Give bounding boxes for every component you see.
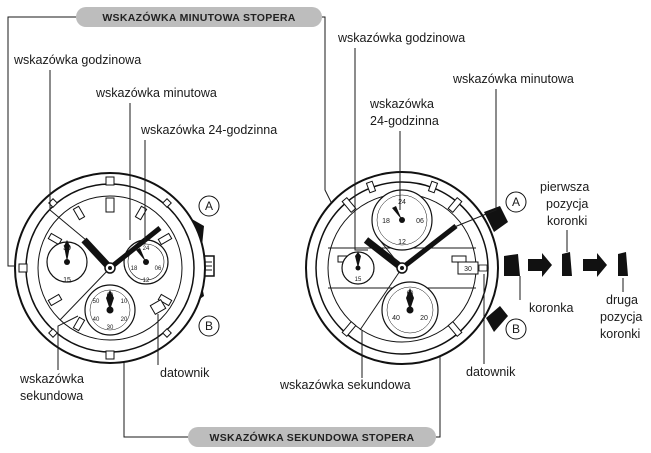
arrow-right-icon xyxy=(528,253,552,277)
right-subdial-top-06: 06 xyxy=(416,218,424,225)
left-label-minute-hand: wskazówka minutowa xyxy=(95,86,217,100)
crown-pos2-label-1: druga xyxy=(606,293,638,307)
right-subdial-bottom-20: 20 xyxy=(420,315,428,322)
right-label-second-hand: wskazówka sekundowa xyxy=(279,378,411,392)
left-label-second-hand-2: sekundowa xyxy=(20,389,83,403)
right-label-hour24-1: wskazówka xyxy=(369,97,434,111)
left-subdial-bottom-40: 40 xyxy=(93,317,100,323)
left-label-hour-hand: wskazówka godzinowa xyxy=(13,53,141,67)
arrow-right-icon xyxy=(583,253,607,277)
left-subdial-left-bottom: 15 xyxy=(63,277,71,284)
left-date-window xyxy=(149,298,167,316)
right-button-b-marker xyxy=(505,318,527,340)
right-label-hour-hand: wskazówka godzinowa xyxy=(337,31,465,45)
right-hour-hand xyxy=(363,237,405,271)
crown-pos1-label-3: koronki xyxy=(547,214,587,228)
crown-positions xyxy=(528,252,628,277)
left-button-a-label: A xyxy=(205,199,213,213)
left-label-date: datownik xyxy=(160,366,210,380)
right-subdial-top-18: 18 xyxy=(382,218,390,225)
bottom-banner: WSKAZÓWKA SEKUNDOWA STOPERA xyxy=(188,427,436,447)
right-crown xyxy=(504,254,520,276)
right-subdial-top-24: 24 xyxy=(398,199,406,206)
left-minute-hand xyxy=(108,226,162,270)
right-label-date: datownik xyxy=(466,365,516,379)
right-subdial-bottom-40: 40 xyxy=(392,315,400,322)
right-button-a-label: A xyxy=(512,195,520,209)
left-watch: 30 15 24 18 06 12 60 50 10 40 20 30 A xyxy=(14,172,220,364)
right-button-b-label: B xyxy=(512,322,520,336)
right-subdial-left-15: 15 xyxy=(355,277,362,283)
left-button-b-marker xyxy=(198,315,220,337)
left-subdial-right-left: 18 xyxy=(131,266,138,272)
right-button-a-marker xyxy=(505,191,527,213)
crown-pos1-label-2: pozycja xyxy=(546,197,588,211)
left-subdial-bottom-30: 30 xyxy=(107,325,114,331)
crown-position-1-icon xyxy=(562,252,572,276)
left-subdial-bottom-50: 50 xyxy=(93,299,100,305)
right-label-hour24-2: 24-godzinna xyxy=(370,114,439,128)
right-watch: 24 18 06 12 15 60 40 20 30 A B xyxy=(305,171,527,365)
left-button-a-marker xyxy=(198,195,220,217)
crown-pos2-label-2: pozycja xyxy=(600,310,642,324)
left-label-second-hand-1: wskazówka xyxy=(19,372,84,386)
top-banner: WSKAZÓWKA MINUTOWA STOPERA xyxy=(76,7,322,27)
bottom-banner-text: WSKAZÓWKA SEKUNDOWA STOPERA xyxy=(210,431,415,444)
left-subdial-right-bottom: 12 xyxy=(143,278,150,284)
left-button-b-label: B xyxy=(205,319,213,333)
right-label-minute-hand: wskazówka minutowa xyxy=(452,72,574,86)
right-date-window xyxy=(457,261,479,275)
right-chrono-second-hand xyxy=(359,267,403,331)
left-chrono-second-hand xyxy=(59,267,111,321)
crown-pos2-label-3: koronki xyxy=(600,327,640,341)
right-pusher-b xyxy=(486,306,508,332)
right-subdial-top-12: 12 xyxy=(398,239,406,246)
top-banner-text: WSKAZÓWKA MINUTOWA STOPERA xyxy=(102,11,295,24)
crown-position-2-icon xyxy=(618,252,628,276)
left-hour-hand xyxy=(81,237,113,271)
left-label-hour24-hand: wskazówka 24-godzinna xyxy=(140,123,277,137)
right-date-value: 30 xyxy=(464,266,472,273)
left-subdial-right-right: 06 xyxy=(155,266,162,272)
right-label-crown: koronka xyxy=(529,301,574,315)
left-subdial-right-top: 24 xyxy=(143,246,150,252)
left-subdial-bottom-10: 10 xyxy=(121,299,128,305)
left-subdial-bottom-20: 20 xyxy=(121,317,128,323)
right-minute-hand xyxy=(400,224,458,270)
crown-pos1-label-1: pierwsza xyxy=(540,180,589,194)
